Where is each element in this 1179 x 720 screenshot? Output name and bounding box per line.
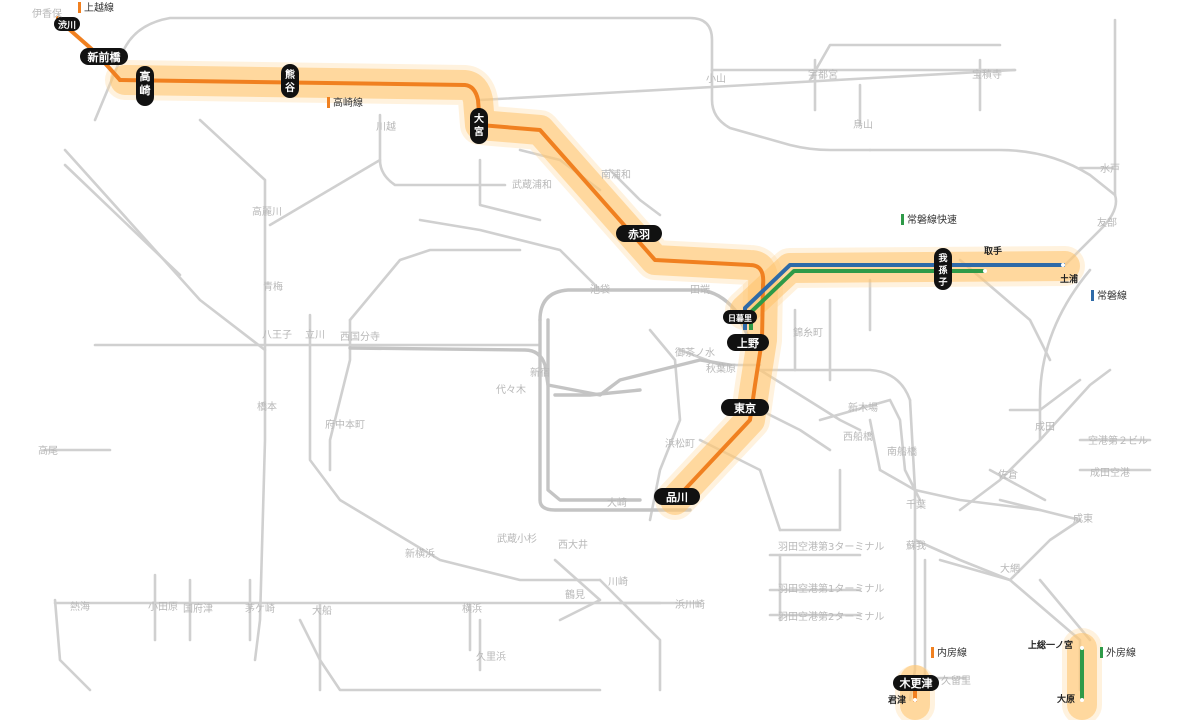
terminal-dots xyxy=(913,263,1084,702)
station-toride: 取手 xyxy=(984,245,1002,257)
station-haneda3: 羽田空港第3ターミナル xyxy=(778,540,884,553)
station-nishikokubunji: 西国分寺 xyxy=(340,331,380,343)
legend-joban: 常磐線 xyxy=(1097,289,1127,302)
station-kimitsu: 君津 xyxy=(888,694,906,706)
station-kurihama: 久里浜 xyxy=(476,651,506,663)
station-abiko: 我孫子 xyxy=(938,252,947,288)
station-kisarazu: 木更津 xyxy=(899,676,933,690)
station-narita-airport: 成田空港 xyxy=(1090,466,1130,479)
station-shibukawa: 渋川 xyxy=(58,19,76,31)
station-mito: 水戸 xyxy=(1100,163,1120,175)
station-kazusa-ichinomiya: 上総一ノ宮 xyxy=(1028,639,1073,651)
station-kumagaya: 熊谷 xyxy=(285,68,296,94)
station-ohara: 大原 xyxy=(1057,693,1075,705)
station-akihabara: 秋葉原 xyxy=(706,362,736,375)
station-ikebukuro: 池袋 xyxy=(590,283,610,296)
station-ochanomizu: 御茶ノ水 xyxy=(675,346,715,359)
station-kozu: 国府津 xyxy=(183,602,213,615)
station-oami: 大網 xyxy=(1000,562,1020,575)
station-hamakawasaki: 浜川崎 xyxy=(675,598,705,611)
station-oyama: 小山 xyxy=(706,73,726,85)
station-shinyokohama: 新横浜 xyxy=(405,547,435,560)
station-odawara: 小田原 xyxy=(148,601,178,613)
station-takasaki: 高崎 xyxy=(140,69,151,97)
station-narita-airport2: 空港第２ビル xyxy=(1088,434,1148,447)
station-soga: 蘇我 xyxy=(906,539,926,552)
station-yokohama: 横浜 xyxy=(462,602,482,615)
major-station-pills: 渋川 新前橋 高崎 熊谷 大宮 赤羽 日暮里 上野 東京 品川 我孫子 木更津 xyxy=(54,17,952,691)
legend-takasaki: 高崎線 xyxy=(333,96,363,109)
station-utsunomiya: 宇都宮 xyxy=(808,68,838,81)
station-fuchuhommachi: 府中本町 xyxy=(325,418,365,431)
station-tabata: 田端 xyxy=(690,283,710,296)
station-tokyo: 東京 xyxy=(734,401,756,415)
legend-sotobo: 外房線 xyxy=(1106,646,1136,659)
legend-joetsu: 上越線 xyxy=(84,1,114,14)
station-kawasaki: 川崎 xyxy=(608,575,628,588)
station-tomobe: 友部 xyxy=(1097,216,1117,229)
station-tsurumi: 鶴見 xyxy=(565,588,585,601)
terminal-labels: 取手 土浦 君津 上総一ノ宮 大原 伊香保 xyxy=(32,7,1078,706)
station-sakura: 佐倉 xyxy=(998,468,1018,481)
station-narita: 成田 xyxy=(1035,421,1055,433)
station-musashiurawa: 武蔵浦和 xyxy=(512,178,552,191)
station-haneda1: 羽田空港第1ターミナル xyxy=(778,582,884,595)
station-chigasaki: 茅ケ崎 xyxy=(245,602,275,615)
legend-uchibo: 内房線 xyxy=(937,646,967,659)
station-hashimoto: 橋本 xyxy=(257,400,277,413)
station-kinshicho: 錦糸町 xyxy=(793,326,823,339)
station-ofuna: 大船 xyxy=(312,604,332,617)
station-tsuchiura: 土浦 xyxy=(1060,273,1078,285)
station-tachikawa: 立川 xyxy=(305,328,325,341)
other-lines-network xyxy=(43,16,1152,702)
legend: 上越線 高崎線 常磐線快速 常磐線 内房線 外房線 xyxy=(78,1,1136,659)
station-atami: 熱海 xyxy=(70,600,90,613)
station-minamifunabashi: 南船橋 xyxy=(887,445,917,458)
station-karasuyama: 烏山 xyxy=(853,118,873,131)
station-shinagawa: 品川 xyxy=(666,491,688,504)
station-shinmaebashi: 新前橋 xyxy=(88,50,122,64)
station-takao: 高尾 xyxy=(38,444,58,457)
station-hamamatsucho: 浜松町 xyxy=(665,437,695,450)
legend-joban-rapid: 常磐線快速 xyxy=(907,213,957,226)
station-nishifunabashi: 西船橋 xyxy=(843,430,873,443)
station-hachioji: 八王子 xyxy=(262,329,292,341)
station-komagawa: 高麗川 xyxy=(252,205,282,218)
station-ikaho: 伊香保 xyxy=(32,7,62,20)
station-shinjuku: 新宿 xyxy=(530,366,550,379)
gray-station-labels: 小山 宇都宮 宝積寺 烏山 水戸 友部 川越 武蔵浦和 南浦和 高麗川 青梅 池… xyxy=(38,68,1148,687)
station-musashikosugi: 武蔵小杉 xyxy=(497,532,537,545)
station-omiya: 大宮 xyxy=(474,112,484,138)
station-naruto: 成東 xyxy=(1073,512,1093,525)
station-kurie: 久留里 xyxy=(941,674,971,687)
station-osaki: 大崎 xyxy=(607,496,627,509)
station-kawagoe: 川越 xyxy=(376,120,396,133)
station-shinkiba: 新木場 xyxy=(848,401,878,414)
station-haneda2: 羽田空港第2ターミナル xyxy=(778,610,884,623)
station-nishioi: 西大井 xyxy=(558,538,588,551)
station-akabane: 赤羽 xyxy=(628,227,650,241)
station-chiba: 千葉 xyxy=(906,498,926,511)
station-minamiurawa: 南浦和 xyxy=(601,168,631,181)
station-ueno: 上野 xyxy=(737,336,759,350)
station-ome: 青梅 xyxy=(263,280,283,293)
station-hoshakuji: 宝積寺 xyxy=(972,68,1002,81)
station-yoyogi: 代々木 xyxy=(496,384,526,396)
station-nippori: 日暮里 xyxy=(728,313,752,323)
